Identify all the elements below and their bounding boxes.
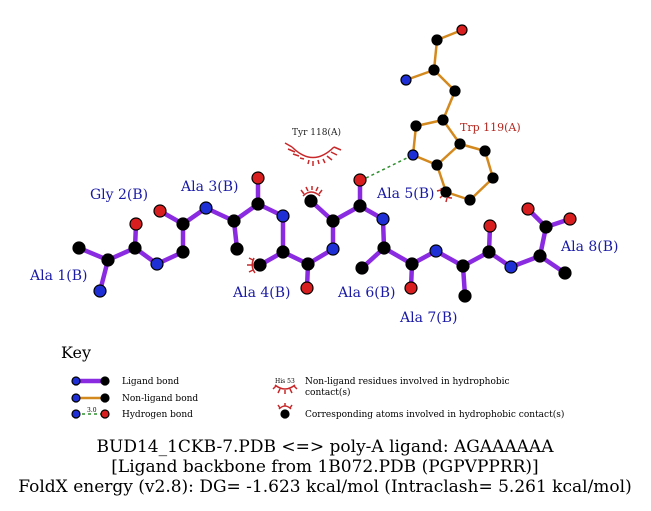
residue-label-ala7: Ala 7(B) (399, 310, 458, 326)
nitrogen-atom (400, 74, 412, 86)
oxygen-atom (129, 217, 143, 231)
ligand-bonds (76, 175, 573, 299)
oxygen-atom (153, 204, 167, 218)
key-title: Key (61, 343, 91, 362)
carbon-atom (276, 245, 290, 259)
oxygen-atom (483, 219, 497, 233)
carbon-atom (176, 217, 190, 231)
carbon-atom (454, 138, 466, 150)
key-legend: Key Ligand bond Non-ligand bond 3.0 Hydr… (61, 343, 564, 420)
residue-label-ala8: Ala 8(B) (560, 239, 619, 255)
carbon-atom (428, 64, 440, 76)
carbon-atom (449, 85, 461, 97)
ala5-hydrophobic-arc (300, 186, 323, 197)
residue-label-tyr118: Tyr 118(A) (292, 127, 341, 138)
carbon-atom (72, 241, 86, 255)
carbon-atom (456, 259, 470, 273)
nitrogen-atom (199, 201, 213, 215)
carbon-atom (326, 214, 340, 228)
carbon-atom (355, 261, 369, 275)
carbon-atom (353, 199, 367, 213)
key-nonligand-bond-label: Non-ligand bond (122, 394, 198, 404)
nitrogen-atom (504, 260, 518, 274)
nitrogen-atom (429, 244, 443, 258)
carbon-atom (227, 214, 241, 228)
carbon-atom (405, 257, 419, 271)
residue-label-ala1: Ala 1(B) (29, 268, 88, 284)
carbon-atom (479, 145, 491, 157)
carbon-atom (377, 241, 391, 255)
carbon-atom (251, 197, 265, 211)
carbon-atom (440, 186, 452, 198)
carbon-atom (176, 245, 190, 259)
caption: BUD14_1CKB-7.PDB <=> poly-A ligand: AGAA… (18, 437, 631, 497)
key-hydrophobic-residues-line1: Non-ligand residues involved in hydropho… (305, 377, 510, 387)
nitrogen-atom (326, 242, 340, 256)
carbon-atom (128, 241, 142, 255)
carbon-atom (558, 266, 572, 280)
residue-label-ala4: Ala 4(B) (232, 285, 291, 301)
residue-label-ala6: Ala 6(B) (337, 285, 396, 301)
carbon-atom (304, 194, 318, 208)
oxygen-atom (251, 171, 265, 185)
residue-label-ala3: Ala 3(B) (180, 179, 239, 195)
caption-line3: FoldX energy (v2.8): DG= -1.623 kcal/mol… (18, 477, 631, 497)
carbon-atom (410, 120, 422, 132)
nitrogen-atom (376, 212, 390, 226)
carbon-atom (431, 159, 443, 171)
oxygen-atom (563, 212, 577, 226)
oxygen-atom (353, 173, 367, 187)
key-ligand-bond-label: Ligand bond (122, 377, 179, 387)
carbon-atom (230, 242, 244, 256)
carbon-atom (437, 114, 449, 126)
key-example-residue: His 53 (275, 378, 295, 385)
oxygen-atom (456, 24, 468, 36)
nonligand-bonds (404, 28, 495, 202)
carbon-atom (487, 172, 499, 184)
key-hydrophobic-residues-line2: contact(s) (305, 387, 351, 398)
carbon-atom (482, 245, 496, 259)
key-hbond-distance: 3.0 (87, 407, 97, 414)
oxygen-atom (404, 281, 418, 295)
tyr118-hydrophobic-arc (284, 142, 342, 166)
carbon-atom (101, 253, 115, 267)
key-hydrogen-bond-label: Hydrogen bond (122, 410, 193, 420)
carbon-atom (253, 258, 267, 272)
caption-line2: [Ligand backbone from 1B072.PDB (PGPVPPR… (111, 457, 538, 477)
oxygen-atom (300, 281, 314, 295)
key-hydrophobic-atoms-label: Corresponding atoms involved in hydropho… (305, 409, 564, 420)
carbon-atom (464, 194, 476, 206)
nitrogen-atom (150, 257, 164, 271)
caption-line1: BUD14_1CKB-7.PDB <=> poly-A ligand: AGAA… (97, 437, 555, 457)
atoms (72, 24, 577, 303)
residue-label-gly2: Gly 2(B) (90, 187, 148, 203)
nitrogen-atom (93, 284, 107, 298)
carbon-atom (301, 257, 315, 271)
carbon-atom (458, 289, 472, 303)
residue-label-ala5: Ala 5(B) (376, 186, 435, 202)
ala4-hydrophobic-arc (247, 257, 256, 274)
oxygen-atom (521, 202, 535, 216)
carbon-atom (431, 34, 443, 46)
nitrogen-atom (407, 149, 419, 161)
hydrogen-bond (365, 154, 414, 179)
nitrogen-atom (276, 209, 290, 223)
carbon-atom (533, 249, 547, 263)
carbon-atom (539, 220, 553, 234)
residue-label-trp119: Trp 119(A) (460, 121, 521, 134)
